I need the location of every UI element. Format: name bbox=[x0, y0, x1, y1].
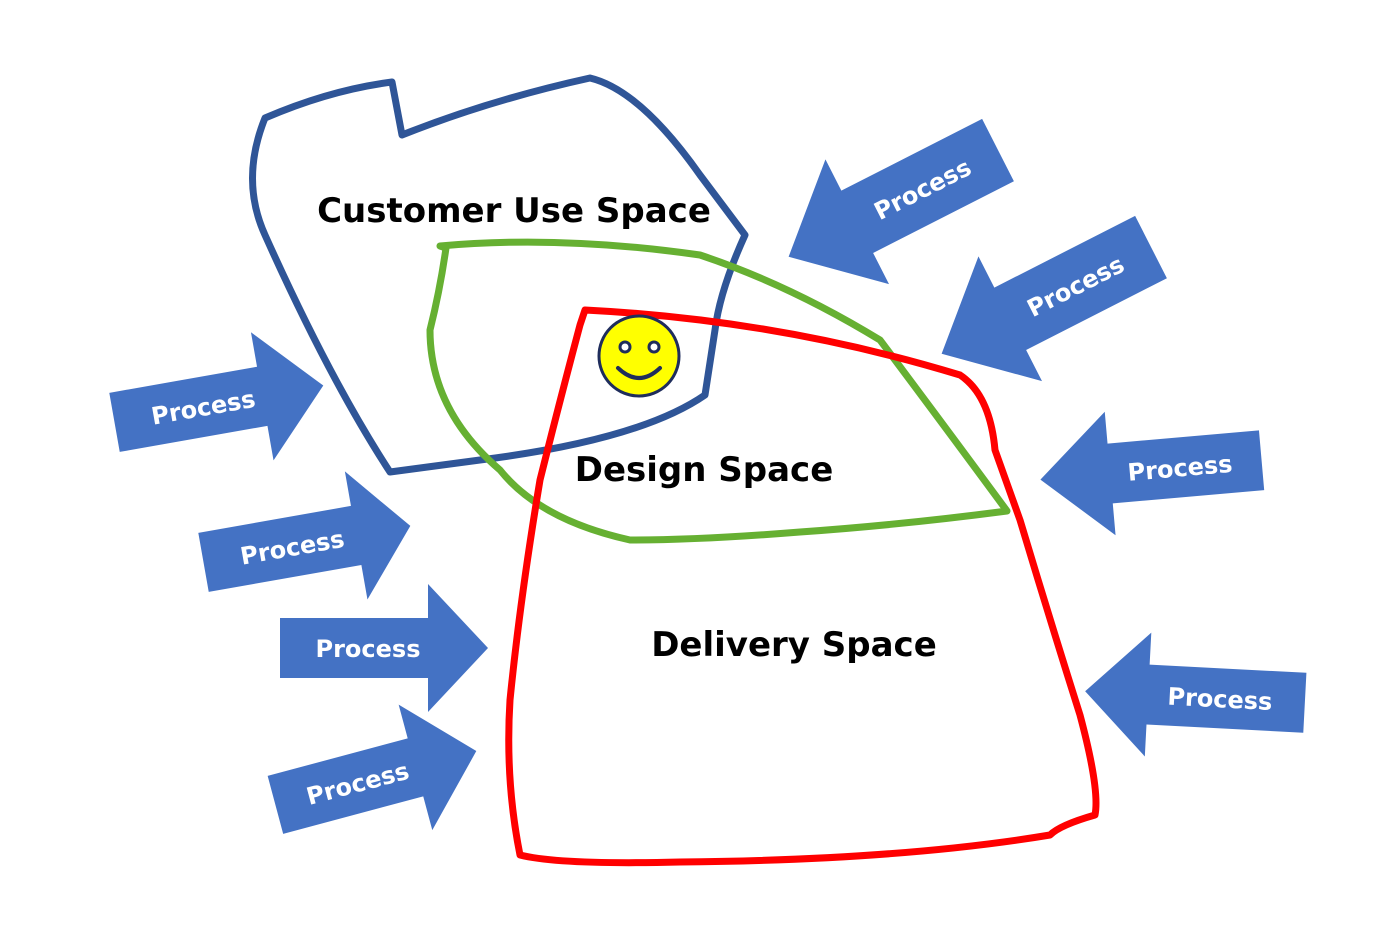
process-arrow-label: Process bbox=[316, 635, 421, 663]
customer-use-space-outline bbox=[249, 74, 749, 476]
process-arrow-label: Process bbox=[1167, 683, 1273, 716]
design-space-outline bbox=[426, 238, 1011, 544]
process-arrow: Process bbox=[1040, 411, 1265, 536]
process-arrow: Process bbox=[1085, 632, 1307, 757]
customer-use-space-label: Customer Use Space bbox=[317, 191, 711, 231]
process-arrow: Process bbox=[941, 215, 1167, 382]
design-space-label: Design Space bbox=[575, 450, 834, 490]
process-arrow: Process bbox=[198, 471, 411, 600]
smiley-face-icon bbox=[597, 314, 681, 398]
delivery-space-outline bbox=[505, 306, 1100, 867]
delivery-space-label: Delivery Space bbox=[651, 625, 937, 665]
process-arrow: Process bbox=[267, 704, 477, 834]
process-arrow: Process bbox=[280, 584, 488, 712]
process-arrow: Process bbox=[109, 332, 324, 461]
